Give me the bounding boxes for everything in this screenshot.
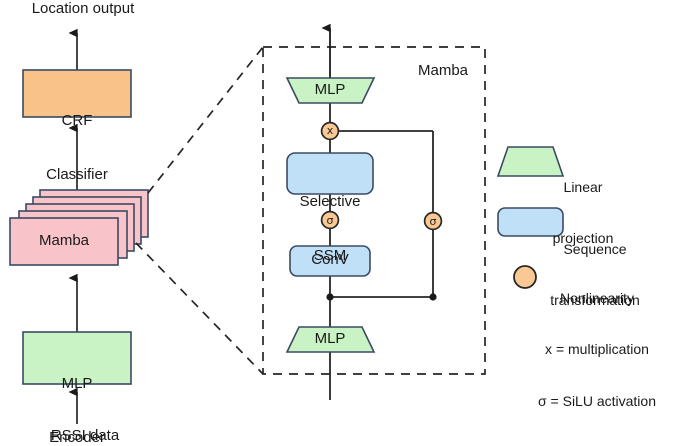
crf-classifier-label: CRF Classifier [46, 75, 108, 221]
mamba-detail-panel [262, 46, 486, 375]
legend-item-linear-projection-label: Linear projection [553, 145, 614, 282]
detail-mlp-top-label: MLP [314, 81, 346, 98]
legend-nonlinearity-line-1: Nonlinearity [560, 290, 634, 307]
mlp-encoder-line-1: MLP [61, 374, 93, 392]
multiply-node-shape [320, 121, 340, 141]
multiply-node-glyph: x [326, 124, 334, 137]
mamba-panel-label: Mamba [417, 62, 469, 79]
conv-label: ConV [311, 251, 349, 268]
legend-item-sequence-transformation-label: Sequence transformation [550, 207, 639, 344]
mamba-stack-label: Mamba [38, 232, 90, 249]
rssi-data-label: RSSI data [50, 427, 120, 444]
legend-item-nonlinearity-label: Nonlinearity x = multiplication σ = SiLU… [538, 256, 656, 444]
junction-dot-right [429, 293, 437, 301]
crf-classifier-line-2: Classifier [46, 166, 108, 184]
conv-shape [289, 245, 371, 277]
mlp-encoder-label: MLP Encoder [49, 338, 105, 446]
legend-trapezoid-shape [496, 146, 565, 177]
legend-linear-line-1: Linear [563, 179, 603, 196]
legend-sequence-line-2: transformation [550, 292, 640, 309]
legend-nonlinearity-line-3: σ = SiLU activation [538, 392, 656, 409]
callout-leader-bottom [135, 242, 264, 375]
legend-circle-shape [513, 265, 537, 289]
legend-sequence-line-1: Sequence [563, 241, 627, 258]
crf-classifier-box [22, 69, 132, 118]
selective-ssm-line-2: SSM [313, 247, 347, 265]
sigma-node-left-glyph: σ [326, 214, 334, 227]
selective-ssm-shape [286, 152, 374, 195]
legend-nonlinearity-line-2: x = multiplication [545, 341, 649, 358]
detail-mlp-top-shape [285, 77, 376, 104]
mamba-stack [9, 189, 149, 266]
legend-linear-line-2: projection [552, 230, 614, 247]
mlp-encoder-line-2: Encoder [49, 429, 105, 446]
mlp-encoder-box [22, 331, 132, 385]
sigma-node-right-shape [423, 211, 443, 231]
detail-mlp-bottom-label: MLP [314, 330, 346, 347]
selective-ssm-label: Selective SSM [300, 156, 361, 302]
mamba-card-1 [9, 217, 119, 266]
legend-rounded-rect-shape [497, 207, 564, 237]
detail-mlp-bottom-shape [285, 326, 376, 353]
sigma-node-left-shape [320, 210, 340, 230]
selective-ssm-line-1: Selective [299, 192, 361, 210]
crf-classifier-line-1: CRF [61, 111, 93, 129]
sigma-node-right-glyph: σ [429, 215, 437, 228]
junction-dot-left [326, 293, 334, 301]
callout-leader-top [147, 46, 264, 194]
location-output-label: Location output [31, 0, 135, 17]
